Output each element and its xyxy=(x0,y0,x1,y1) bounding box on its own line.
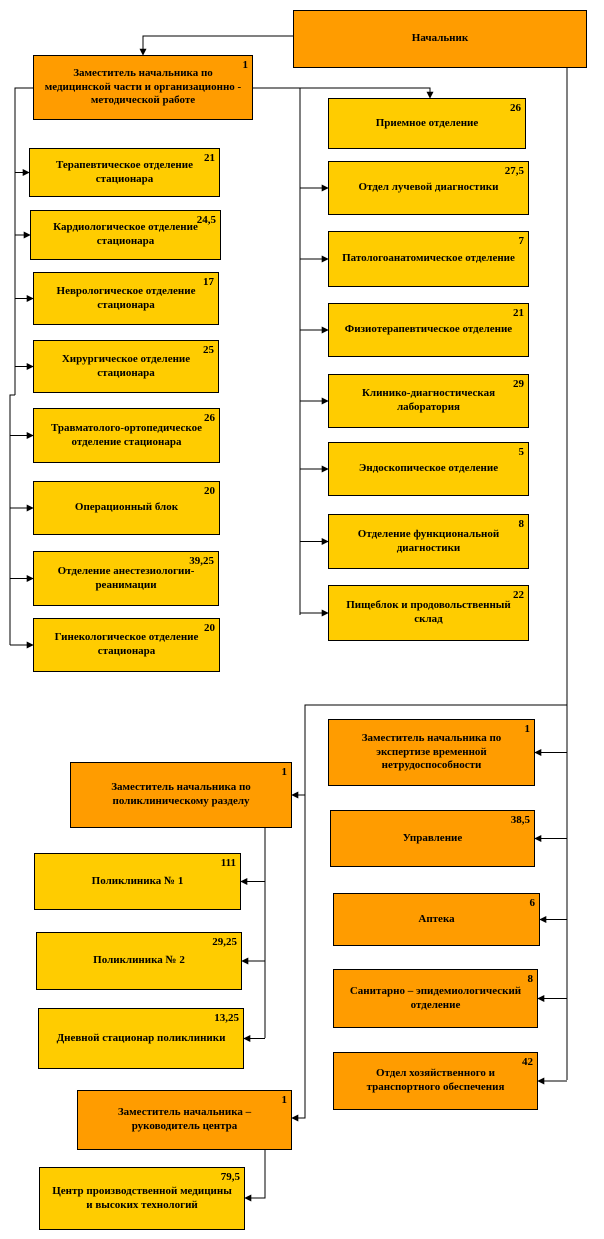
node-surgery: Хирургическое отделение стационара 25 xyxy=(33,340,219,393)
node-head: Начальник xyxy=(293,10,587,68)
node-clinic1: Поликлиника № 1 111 xyxy=(34,853,241,910)
node-value: 8 xyxy=(527,973,534,985)
node-trauma: Травматолого-ортопедическое отделение ст… xyxy=(33,408,220,463)
node-label: Отделение анестезиологии-реанимации xyxy=(57,564,195,591)
node-lab: Клинико-диагностическая лаборатория 29 xyxy=(328,374,529,428)
node-label: Поликлиника № 1 xyxy=(91,874,184,887)
node-label: Санитарно – эпидемиологический отделение xyxy=(349,984,522,1011)
node-label: Травматолого-ортопедическое отделение ст… xyxy=(51,421,202,448)
node-label: Центр производственной медицины и высоки… xyxy=(52,1184,232,1211)
node-center: Центр производственной медицины и высоки… xyxy=(39,1167,245,1230)
node-value: 39,25 xyxy=(189,555,214,567)
node-value: 21 xyxy=(204,152,215,164)
node-label: Отдел хозяйственного и транспортного обе… xyxy=(366,1067,505,1093)
node-label: Приемное отделение xyxy=(375,116,479,129)
node-label: Кардиологическое отделение стационара xyxy=(53,221,198,247)
node-label: Гинекологическое отделение стационара xyxy=(54,631,199,657)
node-value: 25 xyxy=(203,344,214,356)
node-dep-expert: Заместитель начальника по экспертизе вре… xyxy=(328,719,535,786)
node-value: 5 xyxy=(518,446,525,458)
node-management: Управление 38,5 xyxy=(330,810,535,867)
node-value: 1 xyxy=(281,766,288,778)
node-value: 29,25 xyxy=(212,936,237,948)
node-label: Патологоанатомическое отделение xyxy=(342,252,515,265)
node-dep-med: Заместитель начальника по медицинской ча… xyxy=(33,55,253,120)
node-label: Заместитель начальника по экспертизе вре… xyxy=(361,731,502,772)
node-label: Начальник xyxy=(411,32,469,45)
node-value: 27,5 xyxy=(504,165,524,177)
node-label: Физиотерапевтическое отделение xyxy=(344,323,513,336)
edge-head-dep-med xyxy=(139,35,293,56)
node-value: 29 xyxy=(513,378,524,390)
node-label: Пищеблок и продовольственный склад xyxy=(346,599,511,625)
node-label: Заместитель начальника – руководитель це… xyxy=(117,1106,252,1132)
node-value: 26 xyxy=(510,102,521,114)
node-endoscopy: Эндоскопическое отделение 5 xyxy=(328,442,529,496)
node-label: Управление xyxy=(402,831,463,844)
node-value: 79,5 xyxy=(220,1171,240,1183)
node-gyneco: Гинекологическое отделение стационара 20 xyxy=(33,618,220,672)
node-value: 1 xyxy=(242,59,249,71)
node-neuro: Неврологическое отделение стационара 17 xyxy=(33,272,219,325)
node-value: 21 xyxy=(513,307,524,319)
node-label: Хирургическое отделение стационара xyxy=(61,352,191,379)
node-value: 6 xyxy=(529,897,536,909)
node-value: 20 xyxy=(204,622,215,634)
node-operating: Операционный блок 20 xyxy=(33,481,220,535)
node-value: 20 xyxy=(204,485,215,497)
node-value: 24,5 xyxy=(196,214,216,226)
node-label: Дневной стационар поликлиники xyxy=(56,1031,226,1044)
node-label: Эндоскопическое отделение xyxy=(358,462,499,475)
node-label: Клинико-диагностическая лаборатория xyxy=(361,387,496,413)
node-sanitary: Санитарно – эпидемиологический отделение… xyxy=(333,969,538,1028)
node-value: 8 xyxy=(518,518,525,530)
node-value: 26 xyxy=(204,412,215,424)
node-value: 1 xyxy=(281,1094,288,1106)
node-label: Аптека xyxy=(418,912,455,925)
node-label: Заместитель начальника по медицинской ча… xyxy=(44,66,242,107)
node-radiology: Отдел лучевой диагностики 27,5 xyxy=(328,161,529,215)
edge-dep-med-admission xyxy=(253,87,434,99)
node-label: Отдел лучевой диагностики xyxy=(358,181,499,194)
edge-head-dep-center xyxy=(291,704,567,1122)
node-value: 1 xyxy=(524,723,531,735)
node-value: 38,5 xyxy=(510,814,530,826)
node-label: Операционный блок xyxy=(74,501,179,514)
node-label: Неврологическое отделение стационара xyxy=(56,284,196,311)
node-therapy: Терапевтическое отделение стационара 21 xyxy=(29,148,220,197)
edge-dep-center-center xyxy=(244,1150,266,1202)
node-label: Заместитель начальника по поликлиническо… xyxy=(111,781,251,807)
node-value: 13,25 xyxy=(214,1012,239,1024)
trunk-left-upper xyxy=(14,87,33,395)
node-admission: Приемное отделение 26 xyxy=(328,98,526,149)
node-value: 111 xyxy=(220,857,236,869)
node-value: 42 xyxy=(522,1056,533,1068)
node-dep-center: Заместитель начальника – руководитель це… xyxy=(77,1090,292,1150)
node-functional: Отделение функциональной диагностики 8 xyxy=(328,514,529,569)
node-value: 7 xyxy=(518,235,525,247)
node-value: 22 xyxy=(513,589,524,601)
node-day-hospital: Дневной стационар поликлиники 13,25 xyxy=(38,1008,244,1069)
node-pharmacy: Аптека 6 xyxy=(333,893,540,946)
node-label: Отделение функциональной диагностики xyxy=(357,527,500,554)
node-dep-clinic: Заместитель начальника по поликлиническо… xyxy=(70,762,292,828)
node-label: Терапевтическое отделение стационара xyxy=(55,158,193,185)
node-value: 17 xyxy=(203,276,214,288)
node-label: Поликлиника № 2 xyxy=(93,954,185,967)
node-transport: Отдел хозяйственного и транспортного обе… xyxy=(333,1052,538,1110)
node-clinic2: Поликлиника № 2 29,25 xyxy=(36,932,242,990)
trunk-left-lower xyxy=(9,394,15,645)
